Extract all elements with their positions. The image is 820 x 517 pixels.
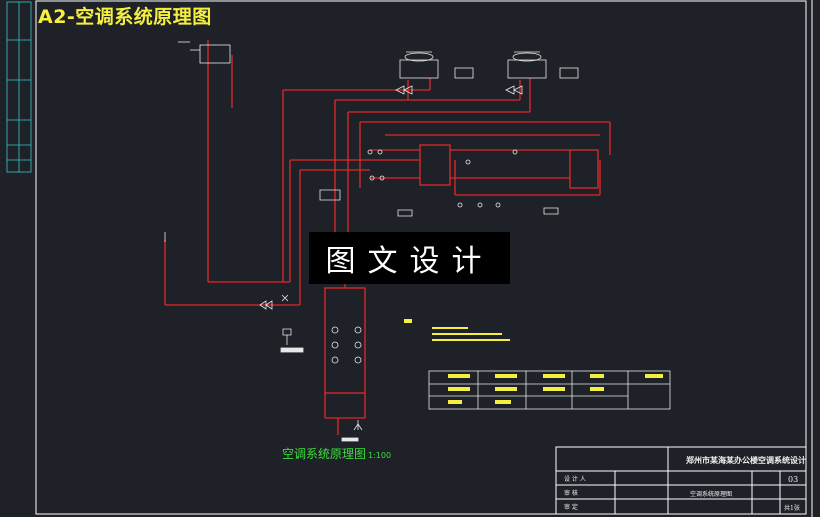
drawing-title: A2-空调系统原理图 <box>38 6 212 28</box>
equipment-symbols <box>164 41 579 442</box>
title-block-project: 郑州市某海某办公楼空调系统设计 <box>686 455 806 465</box>
title-block-row-designer: 设 计 人 <box>564 476 586 483</box>
notes-block <box>404 319 510 341</box>
watermark: 图文设计 <box>309 232 510 284</box>
title-block-drawing-name: 空调系统原理图 <box>690 491 733 498</box>
drawing-frame <box>35 0 813 517</box>
title-block-sheet-label: 共1张 <box>784 505 800 512</box>
legend-table <box>428 370 671 410</box>
title-block-row-approve: 审 定 <box>564 504 578 511</box>
title-block <box>555 446 807 515</box>
caption-text: 空调系统原理图 <box>282 447 367 461</box>
caption-scale: 1:100 <box>368 451 392 460</box>
title-block-row-review: 审 核 <box>564 490 578 497</box>
binding-strip <box>6 1 32 173</box>
title-block-sheet-no: 03 <box>788 475 799 484</box>
